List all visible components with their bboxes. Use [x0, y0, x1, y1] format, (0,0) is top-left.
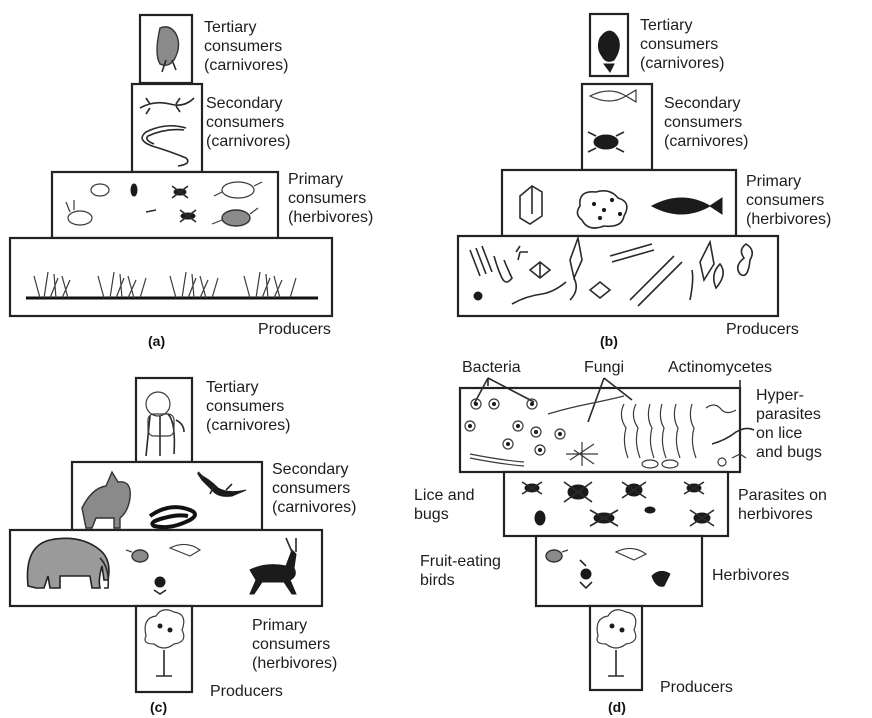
- hyperparasites-label: Hyper- parasites on lice and bugs: [756, 387, 825, 461]
- producer-box-c: [134, 604, 194, 694]
- bird-icon: [125, 543, 202, 595]
- parasite-box-d: [502, 470, 730, 538]
- bacteria-icon: [464, 395, 625, 467]
- fungi-label: Fungi: [584, 359, 624, 376]
- lion-icon: [145, 391, 185, 457]
- plankton-icon: [519, 185, 628, 229]
- tertiary-label-b: Tertiary consumers (carnivores): [640, 17, 724, 72]
- panel-a: Tertiary consumers (carnivores) Secondar…: [8, 13, 373, 349]
- rat-icon: [211, 181, 263, 227]
- bird-icon: [156, 26, 180, 73]
- antelope-icon: [249, 537, 297, 595]
- beetle-icon: [587, 131, 625, 153]
- secondary-box-a: [130, 82, 204, 174]
- secondary-label-a: Secondary consumers (carnivores): [206, 95, 290, 150]
- grass-icon: [26, 271, 318, 300]
- panel-b: Tertiary consumers (carnivores) Secondar…: [456, 12, 831, 349]
- label-arrows: [473, 377, 741, 430]
- lizard-icon: [196, 471, 247, 497]
- caption-c: (c): [150, 699, 167, 715]
- tree-icon: [596, 609, 637, 677]
- fish-icon: [597, 30, 620, 73]
- bird-icon: [545, 547, 671, 590]
- panel-d: Bacteria Fungi Actinomycetes Hyper- para…: [414, 359, 831, 715]
- lice-label: Lice and bugs: [414, 487, 479, 523]
- wolf-icon: [81, 470, 131, 529]
- fish-icon: [588, 88, 637, 104]
- panel-c: Tertiary consumers (carnivores) Secondar…: [8, 376, 356, 715]
- fish-icon: [650, 197, 723, 215]
- diatom-icon: [469, 234, 754, 307]
- caption-b: (b): [600, 333, 618, 349]
- fruit-eating-birds-label: Fruit-eating birds: [420, 553, 505, 589]
- fungi-icon: [566, 442, 598, 466]
- actinomycetes-icon: [620, 403, 755, 469]
- actinomycetes-label: Actinomycetes: [668, 359, 772, 376]
- caption-a: (a): [148, 333, 165, 349]
- bacteria-label: Bacteria: [462, 359, 521, 376]
- snake-icon: [148, 505, 197, 530]
- primary-box-a: [50, 170, 280, 240]
- caption-d: (d): [608, 699, 626, 715]
- lizard-icon: [139, 97, 195, 115]
- secondary-label-c: Secondary consumers (carnivores): [272, 461, 356, 516]
- primary-label-c: Primary consumers (herbivores): [252, 617, 337, 672]
- primary-label-a: Primary consumers (herbivores): [288, 171, 373, 226]
- producers-label-a: Producers: [258, 321, 331, 338]
- insect-icon: [130, 183, 197, 223]
- parasites-label: Parasites on herbivores: [738, 487, 831, 523]
- herbivore-box-d: [534, 534, 704, 608]
- producer-box-b: [456, 234, 780, 318]
- tertiary-label-c: Tertiary consumers (carnivores): [206, 379, 290, 434]
- rabbit-icon: [65, 183, 110, 226]
- producers-label-d: Producers: [660, 679, 733, 696]
- primary-label-b: Primary consumers (herbivores): [746, 173, 831, 228]
- producers-label-b: Producers: [726, 321, 799, 338]
- producers-label-c: Producers: [210, 683, 283, 700]
- secondary-label-b: Secondary consumers (carnivores): [664, 95, 748, 150]
- tree-icon: [144, 609, 185, 677]
- tertiary-label-a: Tertiary consumers (carnivores): [204, 19, 288, 74]
- producer-box-a: [8, 236, 334, 318]
- louse-icon: [521, 481, 715, 527]
- elephant-icon: [26, 537, 110, 589]
- snake-icon: [141, 124, 189, 167]
- herbivores-label: Herbivores: [712, 567, 789, 584]
- tertiary-box-c: [134, 376, 194, 464]
